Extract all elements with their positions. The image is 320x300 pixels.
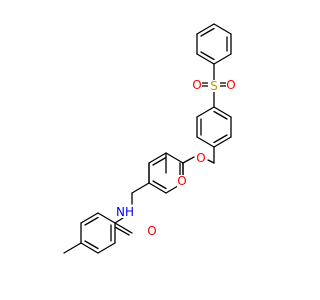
bond [131,182,150,194]
atom-labels: S O O O O NH O [116,78,236,238]
amide-linkage [114,192,133,244]
double-bond [114,226,130,236]
double-bond-inner [152,180,167,190]
atom-bg [147,225,157,237]
sulfonyl-oxygen-right-label: O [226,78,235,92]
bond [97,242,116,254]
sulfonyl-oxygen-left-label: O [192,78,201,92]
phenyl-ring-top [196,23,232,65]
bond [213,23,232,35]
double-bond [114,222,133,234]
double-bond-inner [152,156,167,166]
bond [80,212,99,224]
sulfonyl-group [200,63,228,108]
bond [213,106,232,118]
bond [196,23,215,35]
bond [196,53,215,65]
double-bond-inner [200,27,215,37]
atom-bg [226,79,236,91]
bond [114,217,124,224]
atom-bg [177,175,187,187]
sulfur-atom-label: S [210,79,218,93]
bond [213,53,232,65]
atom-bg [208,80,220,92]
toluyl-ring [63,212,116,254]
bond [196,136,215,148]
amide-oxygen-label: O [147,224,156,238]
ester-oxygen-label: O [196,151,205,165]
atom-bg [195,152,207,164]
ester-carbonyl-oxygen-label: O [177,174,186,188]
double-bond-inner [200,51,215,61]
atom-bg [116,205,136,218]
bond [80,242,99,254]
methyl-bond [63,242,82,254]
molecule-canvas: S O O O O NH O [63,23,236,254]
bond [213,136,232,148]
double-bond-inner [84,240,99,250]
bond [182,156,195,164]
double-bond-inner [213,134,228,144]
benzoate-ring-fix [131,162,150,194]
bond [148,152,167,164]
atom-bg [192,79,202,91]
amide-nitrogen-label: NH [116,205,134,219]
bond [165,152,184,164]
double-bond-inner [213,110,228,120]
bond [148,182,167,194]
bond [207,159,215,164]
phenylene-ring-right [196,106,232,148]
structure-diagram: S O O O O NH O [63,23,236,254]
double-bond-inner [84,216,99,226]
bond [97,212,116,224]
bond [196,106,215,118]
